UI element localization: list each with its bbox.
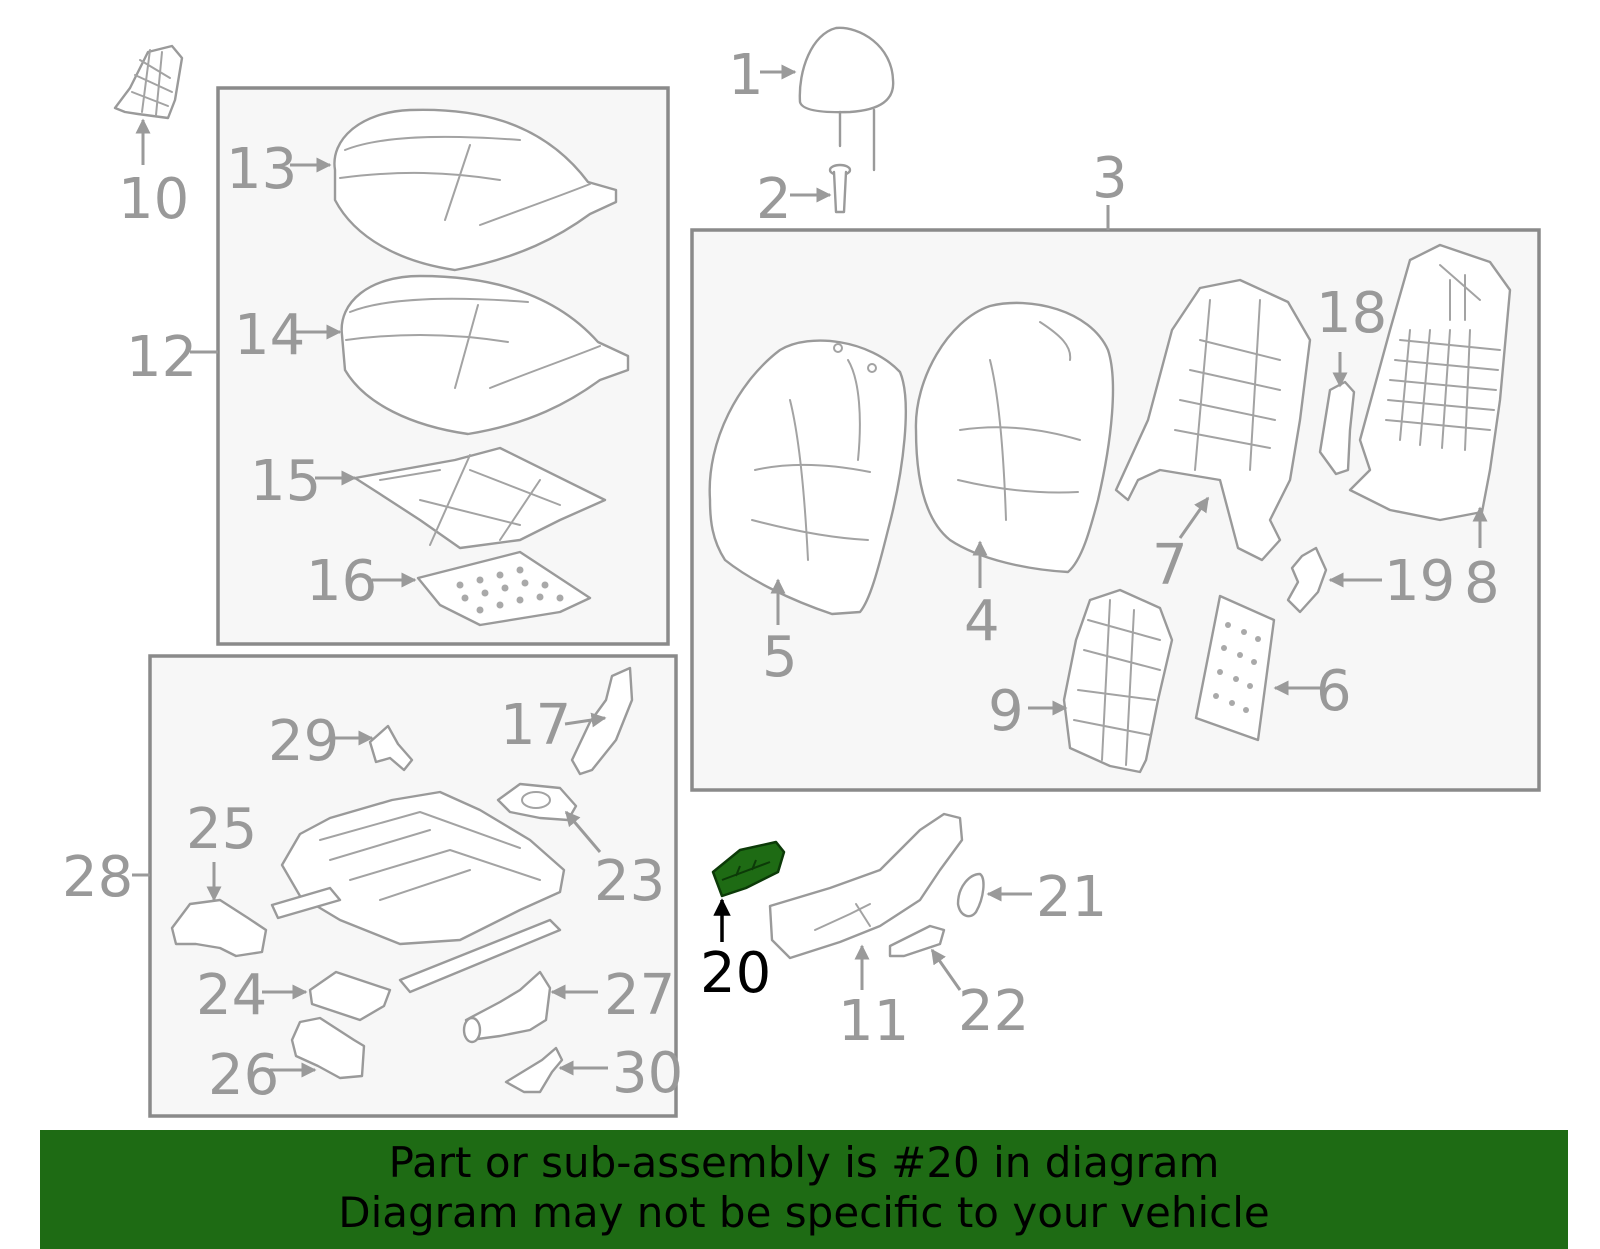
callout-3: 3 <box>1092 146 1128 211</box>
callout-16: 16 <box>306 549 377 614</box>
part-11-side-cover <box>768 812 964 960</box>
callout-30: 30 <box>612 1041 683 1106</box>
callout-19: 19 <box>1384 549 1455 614</box>
callout-24: 24 <box>196 963 267 1028</box>
callout-22: 22 <box>958 979 1029 1044</box>
part-14-cushion-pad <box>340 274 630 436</box>
part-16-pad <box>416 550 592 627</box>
callout-11: 11 <box>838 989 909 1054</box>
leader-lines <box>135 64 1488 1078</box>
info-banner: Part or sub-assembly is #20 in diagram D… <box>40 1130 1568 1249</box>
part-9-back-mat <box>1062 588 1174 774</box>
part-10-bracket <box>113 44 184 120</box>
part-15-mat <box>353 446 607 550</box>
banner-line-2: Diagram may not be specific to your vehi… <box>338 1188 1270 1237</box>
callout-28: 28 <box>62 845 133 910</box>
part-1-headrest <box>798 26 895 172</box>
part-20-switch-highlighted[interactable] <box>711 840 786 898</box>
part-30-bracket <box>504 1046 564 1094</box>
callout-27: 27 <box>604 963 675 1028</box>
callout-6: 6 <box>1316 659 1352 724</box>
part-24-module <box>308 970 392 1022</box>
callout-14: 14 <box>234 303 305 368</box>
part-26-motor <box>290 1016 366 1080</box>
part-28-seat-frame <box>270 790 566 994</box>
part-19-bracket <box>1286 546 1328 614</box>
callout-9: 9 <box>988 679 1024 744</box>
callout-7: 7 <box>1152 533 1188 598</box>
callout-15: 15 <box>250 449 321 514</box>
part-27-motor <box>462 970 552 1044</box>
callout-1: 1 <box>728 43 764 108</box>
part-2-guide <box>828 163 852 214</box>
callout-21: 21 <box>1036 865 1107 930</box>
part-7-back-frame <box>1114 278 1312 562</box>
callout-25: 25 <box>186 797 257 862</box>
callout-12: 12 <box>126 325 197 390</box>
callout-2: 2 <box>756 167 792 232</box>
part-4-back-pad <box>914 301 1115 574</box>
part-5-back-cover <box>708 339 907 616</box>
callout-labels: 1 2 3 4 5 6 7 8 9 10 11 12 13 14 15 16 1… <box>62 43 1500 1108</box>
part-21-knob <box>956 872 985 918</box>
callout-20[interactable]: 20 <box>700 941 771 1006</box>
callout-17: 17 <box>500 693 571 758</box>
callout-29: 29 <box>268 709 339 774</box>
callout-23: 23 <box>594 849 665 914</box>
part-29-bracket <box>368 724 414 772</box>
callout-4: 4 <box>964 589 1000 654</box>
callout-8: 8 <box>1464 551 1500 616</box>
part-13-cushion-cover <box>333 108 618 272</box>
callout-26: 26 <box>208 1043 279 1108</box>
callout-13: 13 <box>226 137 297 202</box>
callout-18: 18 <box>1316 281 1387 346</box>
callout-10: 10 <box>118 167 189 232</box>
part-6-back-heater <box>1194 594 1276 742</box>
banner-line-1: Part or sub-assembly is #20 in diagram <box>388 1138 1220 1187</box>
part-8-back-panel <box>1348 243 1512 522</box>
part-22-knob <box>888 924 946 958</box>
callout-5: 5 <box>762 625 798 690</box>
